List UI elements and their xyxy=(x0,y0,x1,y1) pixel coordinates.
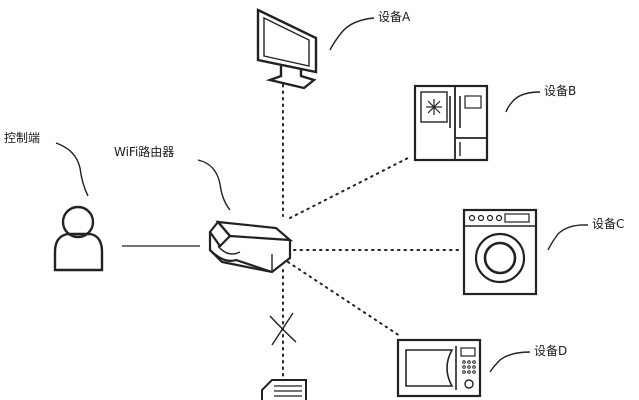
printer-icon xyxy=(261,379,307,400)
label-device-b: 设备B xyxy=(544,84,577,98)
leader-device-c xyxy=(547,224,589,251)
person-icon xyxy=(53,205,104,272)
label-controller: 控制端 xyxy=(4,131,41,145)
link-device-d xyxy=(287,261,401,337)
link-device-b xyxy=(289,157,409,219)
microwave-icon xyxy=(396,338,482,398)
leader-router xyxy=(197,159,231,211)
person-body xyxy=(53,232,104,272)
person-head xyxy=(61,205,95,239)
wifi-links xyxy=(282,84,459,379)
refrigerator-icon xyxy=(413,84,489,162)
washing-machine-icon xyxy=(462,208,538,296)
label-device-a: 设备A xyxy=(378,10,411,24)
monitor-icon xyxy=(256,8,318,90)
label-device-d: 设备D xyxy=(534,344,568,358)
leader-device-a xyxy=(329,17,375,51)
snowflake-icon xyxy=(426,99,442,115)
cross-mark-icon xyxy=(269,312,297,346)
leader-controller xyxy=(55,142,89,197)
leader-device-b xyxy=(505,91,541,113)
label-router: WiFi路由器 xyxy=(114,145,175,159)
leader-device-d xyxy=(489,351,531,373)
keypad xyxy=(462,360,476,374)
router-icon xyxy=(208,220,294,274)
label-device-c: 设备C xyxy=(592,217,625,231)
